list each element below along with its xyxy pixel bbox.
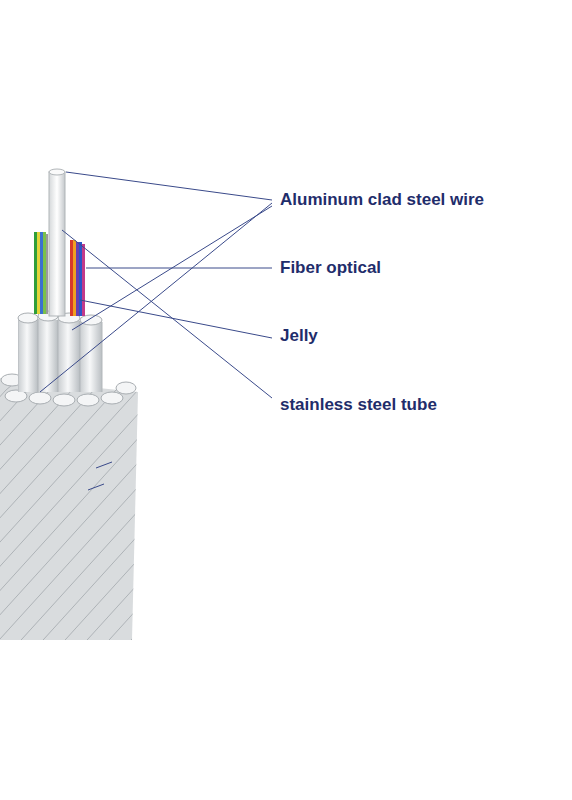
label-holder: Aluminum clad steel wire xyxy=(280,190,484,210)
part-label: Aluminum clad steel wire xyxy=(280,190,484,210)
leader-lines xyxy=(40,172,272,490)
strand-line xyxy=(34,370,294,650)
center-rod xyxy=(49,172,65,316)
strand-line xyxy=(0,370,52,650)
strand-line xyxy=(12,370,272,650)
strand-line xyxy=(0,370,118,650)
strand-line xyxy=(0,370,162,650)
part-label: stainless steel tube xyxy=(280,395,437,415)
strand-line xyxy=(0,370,30,650)
strand-line xyxy=(0,370,250,650)
strand-line xyxy=(0,370,74,650)
inner-layer xyxy=(18,318,102,398)
strand-line xyxy=(0,370,96,650)
strand-line xyxy=(0,370,140,650)
part-label: Jelly xyxy=(280,326,318,346)
label-holder: stainless steel tube xyxy=(280,395,437,415)
label-holder: Jelly xyxy=(280,326,318,346)
part-label: Fiber optical xyxy=(280,258,381,278)
rod-end xyxy=(49,169,65,175)
strand-line xyxy=(0,370,206,650)
strand-line xyxy=(0,370,228,650)
strand-line xyxy=(56,370,316,650)
label-holder: Fiber optical xyxy=(280,258,381,278)
